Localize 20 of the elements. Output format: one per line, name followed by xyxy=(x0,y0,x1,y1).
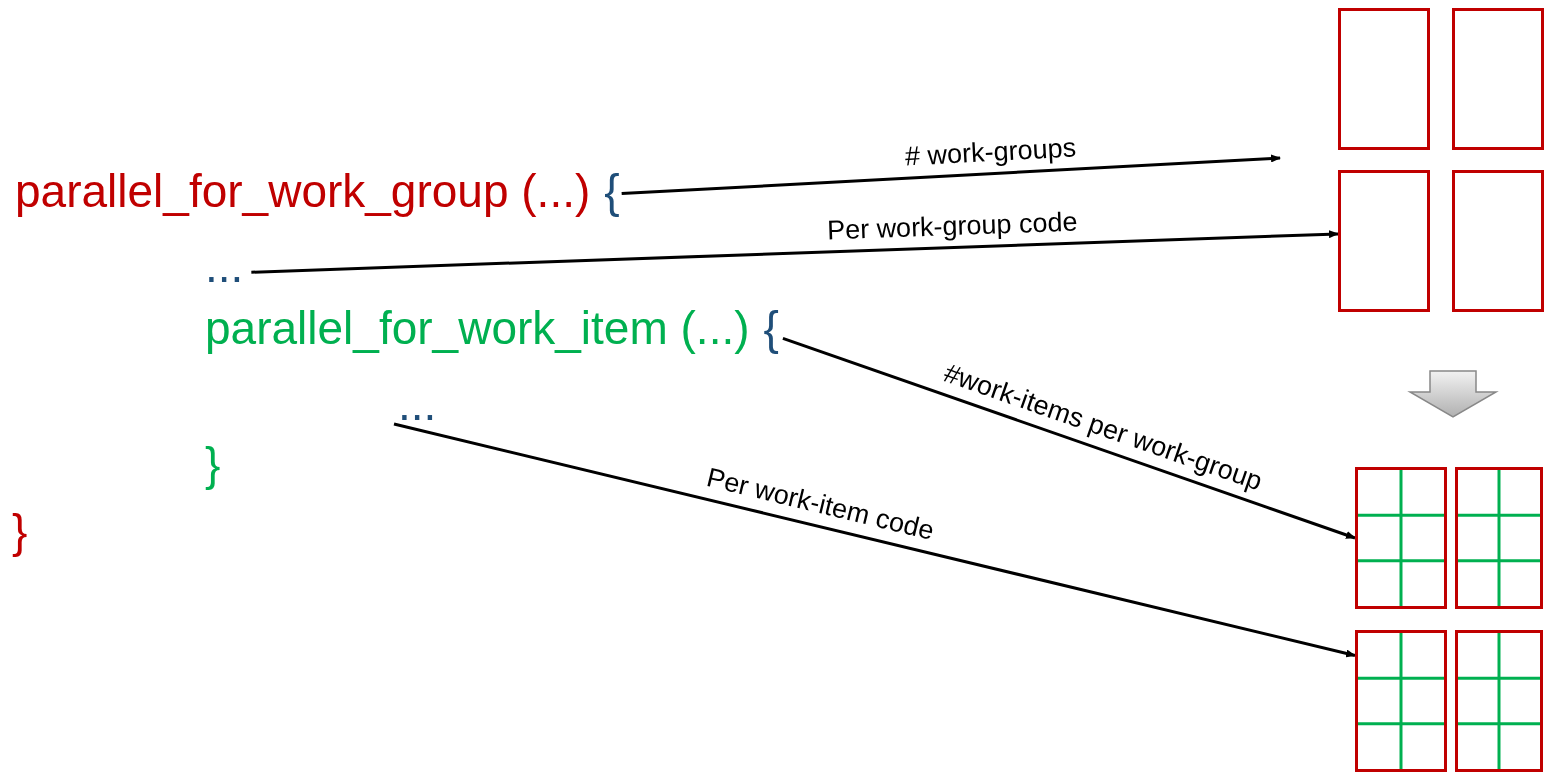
work-group-box xyxy=(1338,170,1430,312)
code-line: parallel_for_work_group (...) xyxy=(15,165,591,217)
code-line: ... xyxy=(205,240,244,292)
arrow xyxy=(393,422,1356,658)
work-group-box xyxy=(1452,8,1544,150)
arrow xyxy=(621,154,1281,196)
code-line: ... xyxy=(398,378,437,430)
work-group-grid xyxy=(1455,630,1543,772)
code-line: parallel_for_work_item (...) xyxy=(205,302,750,354)
work-group-box xyxy=(1338,8,1430,150)
code-brace: } xyxy=(12,505,28,557)
work-group-grid xyxy=(1455,467,1543,609)
arrow xyxy=(251,230,1339,274)
code-brace: } xyxy=(205,438,221,490)
work-group-box xyxy=(1452,170,1544,312)
work-group-grid xyxy=(1355,630,1447,772)
code-brace: { xyxy=(604,165,620,217)
arrow xyxy=(782,337,1356,540)
work-group-grid xyxy=(1355,467,1447,609)
code-brace: { xyxy=(763,302,779,354)
